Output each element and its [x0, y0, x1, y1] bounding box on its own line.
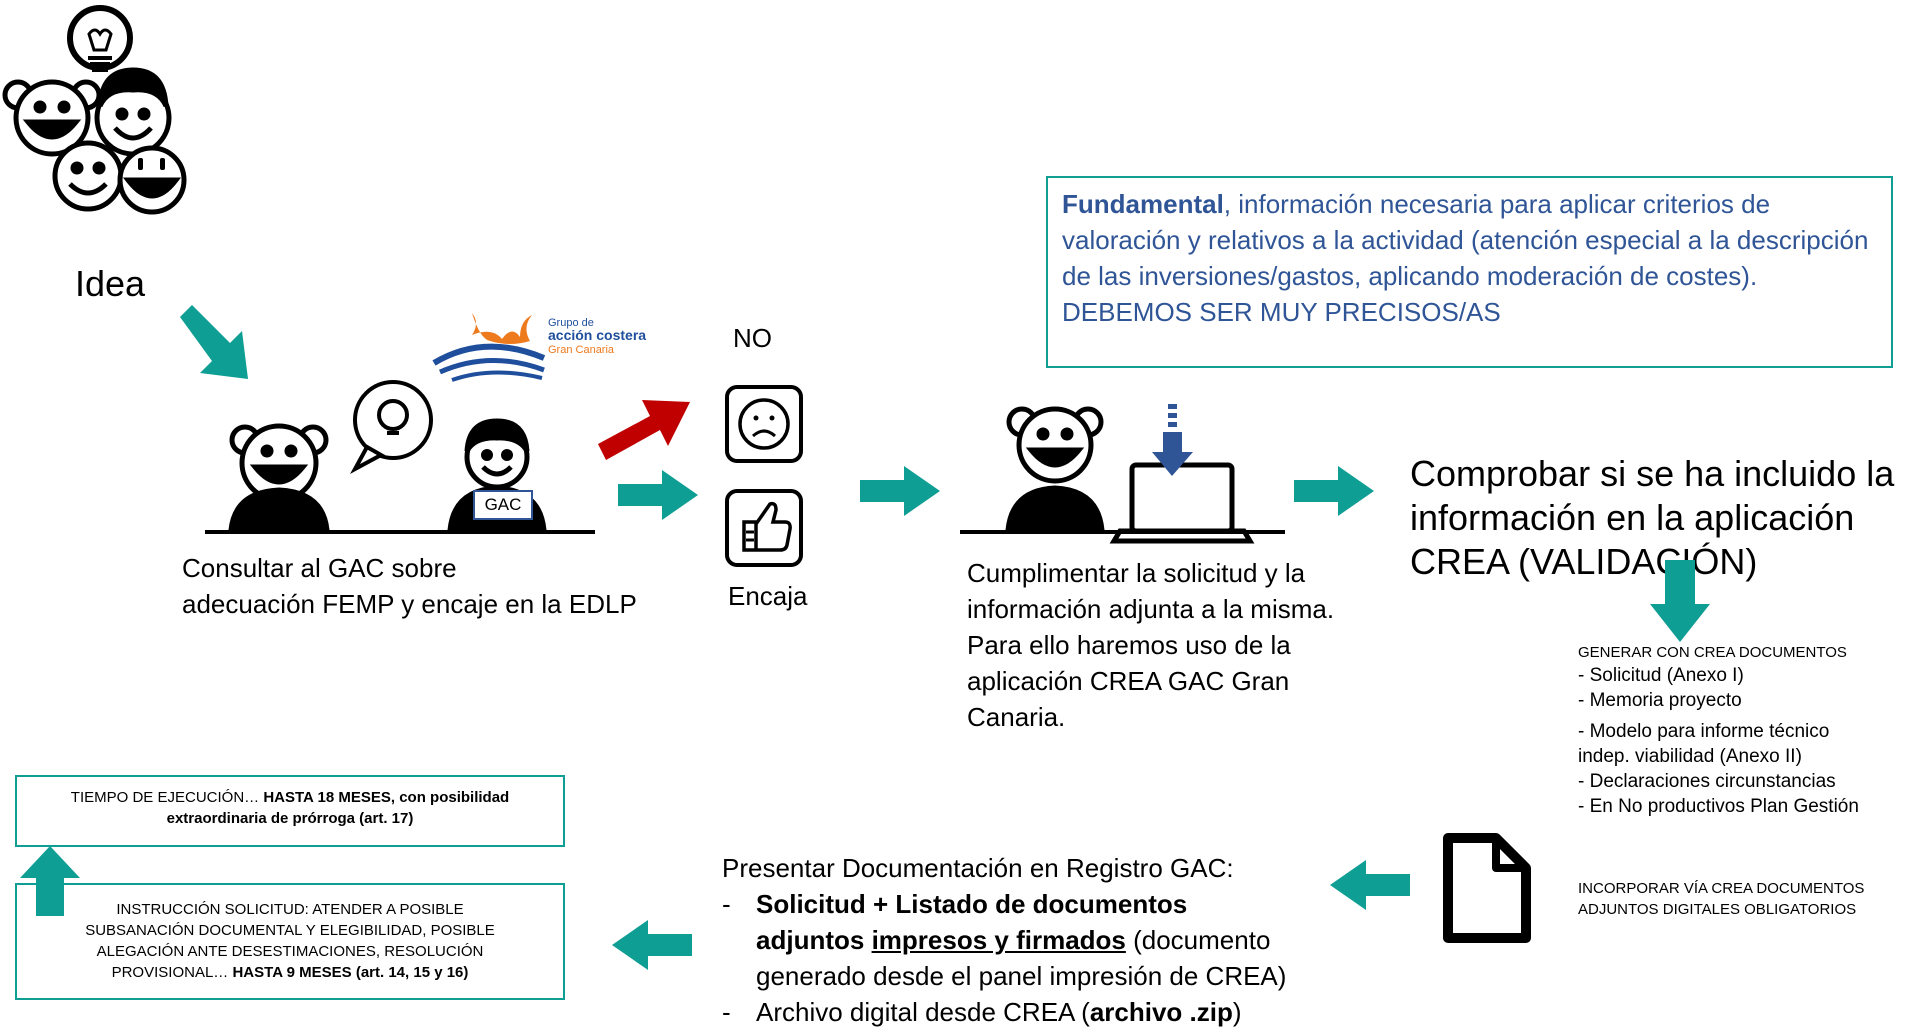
instruction-box: INSTRUCCIÓN SOLICITUD: ATENDER A POSIBLE… — [15, 883, 565, 1000]
gac-logo: Grupo de acción costera Gran Canaria — [432, 313, 646, 382]
consult-line1: Consultar al GAC sobre — [182, 553, 457, 583]
girl-face-icon — [2, 79, 102, 157]
form-filling-illustration — [960, 404, 1285, 544]
fill-form-text: Cumplimentar la solicitud y la informaci… — [967, 558, 1335, 732]
consult-text: Consultar al GAC sobre adecuación FEMP y… — [182, 550, 637, 622]
present-item-1: Solicitud + Listado de documentos adjunto… — [722, 886, 1312, 994]
document-icon — [1443, 833, 1531, 943]
teal-arrow-left-icon — [1330, 860, 1410, 910]
smiley-face-icon — [52, 140, 124, 212]
teal-arrow-down-icon — [1650, 560, 1710, 642]
execution-pre: TIEMPO DE EJECUCIÓN… — [70, 789, 264, 806]
generate-item-2: - Memoria proyecto — [1578, 690, 1742, 711]
present-section: Presentar Documentación en Registro GAC:… — [722, 850, 1312, 1030]
speech-bubble-icon — [350, 380, 433, 474]
teal-arrow-diagonal-icon — [180, 305, 248, 379]
present-item-1-bold2: adjuntos — [756, 925, 872, 955]
incorporate-line2: ADJUNTOS DIGITALES OBLIGATORIOS — [1578, 901, 1857, 918]
decision-yes-label: Encaja — [728, 581, 808, 611]
download-arrow-icon — [1152, 404, 1193, 476]
present-item-1-underline: impresos y firmados — [871, 925, 1126, 955]
present-item-2-bold: archivo .zip — [1089, 997, 1233, 1027]
generate-item-6: - En No productivos Plan Gestión — [1578, 796, 1859, 817]
laptop-icon — [1109, 462, 1255, 544]
generate-documents-list: GENERAR CON CREA DOCUMENTOS — [1578, 643, 1847, 663]
generate-item-4: indep. viabilidad (Anexo II) — [1578, 746, 1802, 767]
generate-item-3: - Modelo para informe técnico — [1578, 721, 1830, 742]
fundamental-text: , información necesaria para aplicar cri… — [1062, 189, 1869, 327]
present-title: Presentar Documentación en Registro GAC: — [722, 853, 1234, 883]
instruction-pre: INSTRUCCIÓN SOLICITUD: ATENDER A POSIBLE… — [85, 901, 495, 981]
execution-time-box: TIEMPO DE EJECUCIÓN… HASTA 18 MESES, con… — [15, 775, 565, 847]
teal-arrow-right-icon-3 — [1294, 466, 1374, 516]
present-item-2: Archivo digital desde CREA (archivo .zip… — [722, 994, 1312, 1030]
generate-items: - Solicitud (Anexo I) - Memoria proyecto… — [1578, 663, 1859, 819]
idea-label: Idea — [75, 263, 146, 304]
logo-line1: Grupo de — [548, 317, 594, 329]
idea-people-illustration — [2, 5, 187, 215]
check-text: Comprobar si se ha incluido la informaci… — [1410, 453, 1895, 582]
fundamental-info-box: Fundamental, información necesaria para … — [1046, 176, 1893, 368]
logo-line2: acción costera — [548, 327, 646, 343]
consultation-illustration — [205, 380, 595, 534]
generate-title: GENERAR CON CREA DOCUMENTOS — [1578, 644, 1847, 661]
execution-bold: HASTA 18 MESES, con posibilidad extraord… — [166, 789, 510, 827]
teal-arrow-left-icon-2 — [612, 920, 692, 970]
girl-person-icon — [228, 423, 330, 533]
instruction-bold: HASTA 9 MESES (art. 14, 15 y 16) — [232, 964, 469, 981]
generate-item-1: - Solicitud (Anexo I) — [1578, 665, 1744, 686]
boy-face-icon — [94, 67, 172, 157]
present-item-2-post: ) — [1232, 997, 1242, 1027]
thumbs-up-icon — [725, 489, 803, 567]
fundamental-bold: Fundamental — [1062, 189, 1224, 219]
teal-arrow-right-icon-2 — [860, 466, 940, 516]
present-list: Solicitud + Listado de documentos adjunto… — [722, 886, 1312, 1030]
sad-face-icon — [725, 385, 803, 463]
decision-no-label: NO — [733, 323, 772, 353]
consult-line2: adecuación FEMP y encaje en la EDLP — [182, 589, 637, 619]
present-item-1-rest: (documento generado desde el panel impre… — [756, 925, 1287, 991]
laughing-face-icon — [117, 145, 187, 215]
present-item-2-pre: Archivo digital desde CREA ( — [756, 997, 1090, 1027]
gac-badge: GAC — [473, 490, 533, 520]
teal-arrow-up-icon — [20, 846, 80, 916]
present-item-1-bold1: Solicitud + Listado de documentos — [756, 889, 1188, 919]
girl-person-icon-2 — [1005, 406, 1105, 533]
lightbulb-icon — [67, 5, 133, 72]
logo-line3: Gran Canaria — [548, 344, 615, 356]
teal-arrow-right-icon — [618, 470, 698, 520]
generate-item-5: - Declaraciones circunstancias — [1578, 771, 1836, 792]
red-arrow-icon — [598, 400, 690, 460]
incorporate-text: INCORPORAR VÍA CREA DOCUMENTOS ADJUNTOS … — [1578, 878, 1864, 920]
incorporate-line1: INCORPORAR VÍA CREA DOCUMENTOS — [1578, 880, 1865, 897]
